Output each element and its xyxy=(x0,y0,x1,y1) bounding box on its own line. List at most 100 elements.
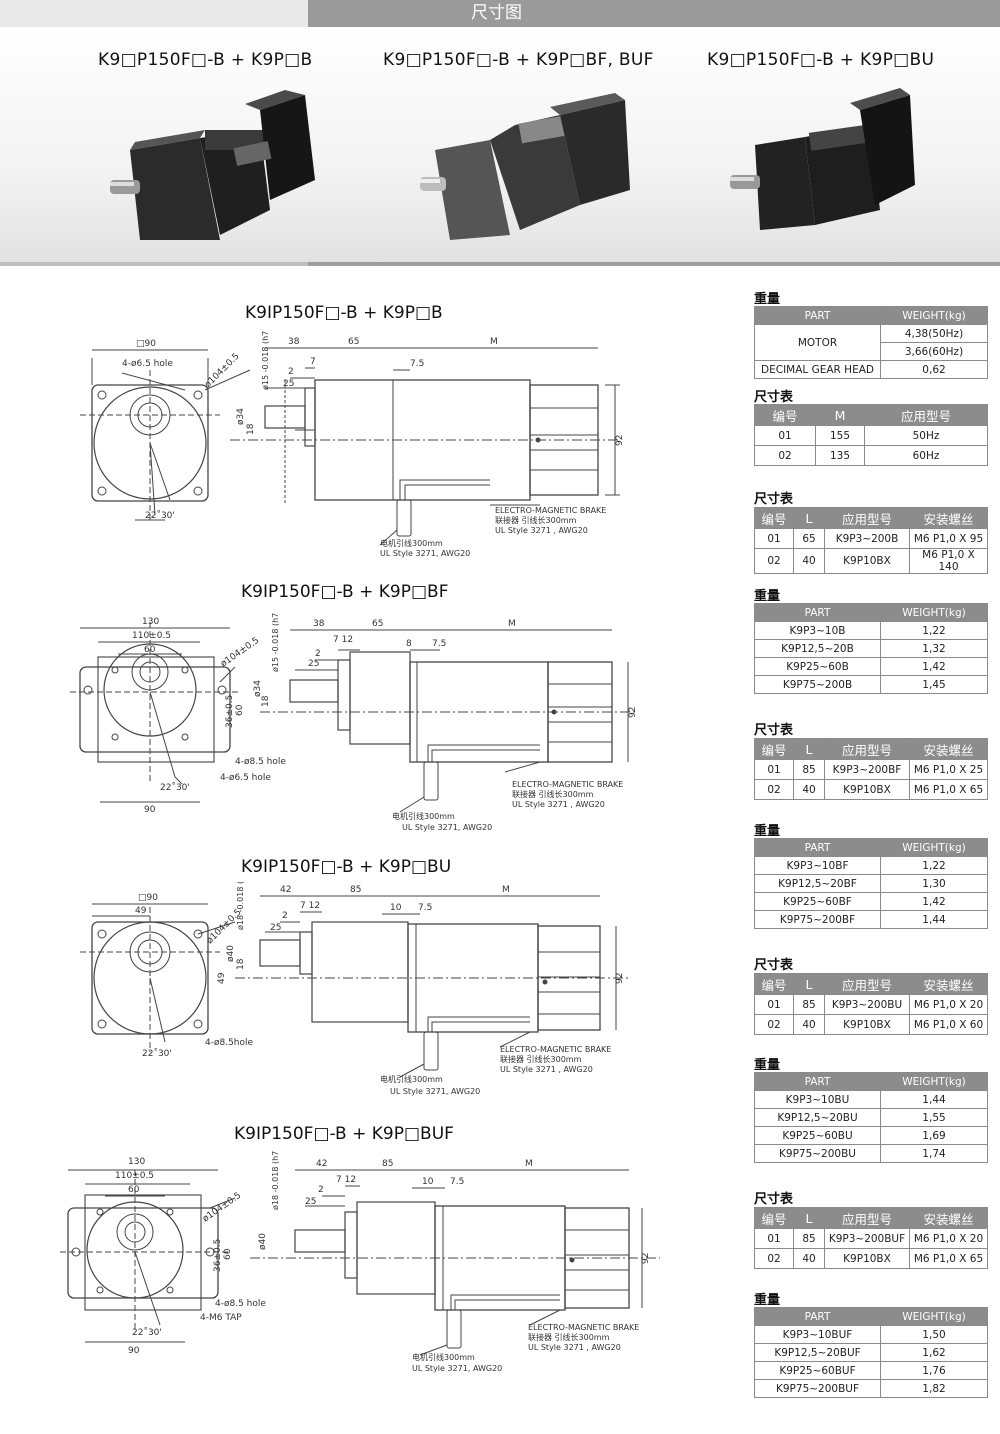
cell: 02 xyxy=(754,1014,794,1035)
col-header: 编号 xyxy=(754,507,794,529)
col-header: 应用型号 xyxy=(824,1207,910,1229)
cell: K9P3~10BF xyxy=(754,856,881,875)
cell: K9P10BX xyxy=(824,1248,910,1269)
dim-label: ø15 -0.018 (h7) xyxy=(271,612,280,672)
dim-label: 22˚30' xyxy=(145,510,175,521)
dim-label: 38 xyxy=(313,619,325,629)
cell: 1,55 xyxy=(880,1108,988,1127)
dim-label: 18 xyxy=(236,958,246,970)
dim-label: 2 xyxy=(318,1185,324,1195)
col-header: 应用型号 xyxy=(824,507,910,529)
cell: K9P3~10BU xyxy=(754,1090,881,1109)
cell: K9P3~200BU xyxy=(824,994,910,1015)
dim-label: 49 xyxy=(217,972,227,984)
motor-photo-bu xyxy=(730,88,915,230)
col-header: WEIGHT(kg) xyxy=(880,306,988,325)
col-header: 应用型号 xyxy=(864,404,988,426)
brake-label: 联接器 引线长300mm xyxy=(500,1054,582,1064)
dim-label: 49 xyxy=(135,906,147,916)
col-header: PART xyxy=(754,1072,881,1091)
drawing-title-b: K9IP150F□-B + K9P□B xyxy=(245,303,443,323)
dim-label: 85 xyxy=(350,885,361,895)
cell: M6 P1,0 X 25 xyxy=(909,759,988,780)
dim-label: 18 xyxy=(246,423,256,435)
dim-label: 110±0.5 xyxy=(115,1171,154,1181)
motor-lead-label: 电机引线300mm xyxy=(380,538,443,548)
cell: K9P3~200B xyxy=(824,528,910,549)
cell: 1,42 xyxy=(880,892,988,911)
section-title: 重量 xyxy=(754,292,781,307)
motor-lead-label: UL Style 3271, AWG20 xyxy=(390,1087,480,1096)
col-header: PART xyxy=(754,1307,881,1326)
motor-photo-b xyxy=(110,90,315,240)
cell: 02 xyxy=(754,445,816,466)
col-header: WEIGHT(kg) xyxy=(880,1072,988,1091)
col-header: M xyxy=(815,404,865,426)
brake-label: ELECTRO-MAGNETIC BRAKE xyxy=(495,506,606,515)
section-title: 重量 xyxy=(754,1293,781,1308)
dim-label: 85 xyxy=(382,1159,393,1169)
cell: DECIMAL GEAR HEAD xyxy=(754,360,881,379)
drawing-title-buf: K9IP150F□-B + K9P□BUF xyxy=(234,1124,454,1144)
motor-lead-label: UL Style 3271, AWG20 xyxy=(402,823,492,832)
dim-label: 7.5 xyxy=(450,1177,464,1187)
dim-label: 25 xyxy=(305,1197,316,1207)
brake-label: 联接器 引线长300mm xyxy=(512,789,594,799)
cell: 1,76 xyxy=(880,1361,988,1380)
col-header: WEIGHT(kg) xyxy=(880,838,988,857)
cell: 155 xyxy=(815,425,865,446)
dim-label: M xyxy=(502,885,510,895)
cell: K9P10BX xyxy=(824,779,910,800)
dim-label: ø34 xyxy=(253,680,263,697)
drawing-buf: 130 110±0.5 60 ø104±0.5 4-ø8.5 hole 4-M6… xyxy=(60,1150,660,1373)
motor-lead-label: 电机引线300mm xyxy=(380,1074,443,1084)
cell: 65 xyxy=(793,528,825,549)
dim-label: 10 xyxy=(422,1177,434,1187)
motor-lead-label: UL Style 3271, AWG20 xyxy=(380,549,470,558)
cell: 0,62 xyxy=(880,360,988,379)
dim-label: M xyxy=(490,337,498,347)
dim-label: 92 xyxy=(615,973,625,984)
cell: 40 xyxy=(793,1248,825,1269)
dim-label: 25 xyxy=(308,659,319,669)
cell: M6 P1,0 X 95 xyxy=(909,528,988,549)
cell: 1,32 xyxy=(880,639,988,658)
cell: 40 xyxy=(793,548,825,574)
dim-label: 2 xyxy=(288,367,294,377)
col-header: L xyxy=(793,1207,825,1229)
col-header: L xyxy=(793,973,825,995)
col-header: WEIGHT(kg) xyxy=(880,1307,988,1326)
dim-label: 60 xyxy=(223,1248,233,1260)
cell: 40 xyxy=(793,779,825,800)
dim-label: 22˚30' xyxy=(160,782,190,793)
cell: 60Hz xyxy=(864,445,988,466)
dim-label: ø34 xyxy=(236,408,246,425)
cell: 135 xyxy=(815,445,865,466)
col-header: 应用型号 xyxy=(824,973,910,995)
photo-title-b: K9□P150F□-B + K9P□B xyxy=(98,50,313,70)
section-title: 尺寸表 xyxy=(754,958,794,973)
section-title: 尺寸表 xyxy=(754,1192,794,1207)
dim-label: M xyxy=(525,1159,533,1169)
dim-label: 2 xyxy=(282,911,288,921)
dim-label: 8 xyxy=(406,639,412,649)
cell: 1,22 xyxy=(880,856,988,875)
divider xyxy=(308,262,1000,266)
dim-label: ø104±0.5 xyxy=(203,352,242,391)
brake-label: 联接器 引线长300mm xyxy=(495,515,577,525)
dim-label: 7.5 xyxy=(432,639,446,649)
dim-label: 4-ø6.5 hole xyxy=(122,359,173,369)
col-header: 编号 xyxy=(754,738,794,760)
dim-label: 65 xyxy=(348,337,359,347)
cell: 02 xyxy=(754,779,794,800)
section-title: 重量 xyxy=(754,824,781,839)
cell: 85 xyxy=(793,759,825,780)
dim-label: 7 12 xyxy=(336,1175,356,1185)
col-header: WEIGHT(kg) xyxy=(880,603,988,622)
cell: M6 P1,0 X 65 xyxy=(909,779,988,800)
brake-label: ELECTRO-MAGNETIC BRAKE xyxy=(528,1323,639,1332)
cell: M6 P1,0 X 20 xyxy=(909,1228,988,1249)
